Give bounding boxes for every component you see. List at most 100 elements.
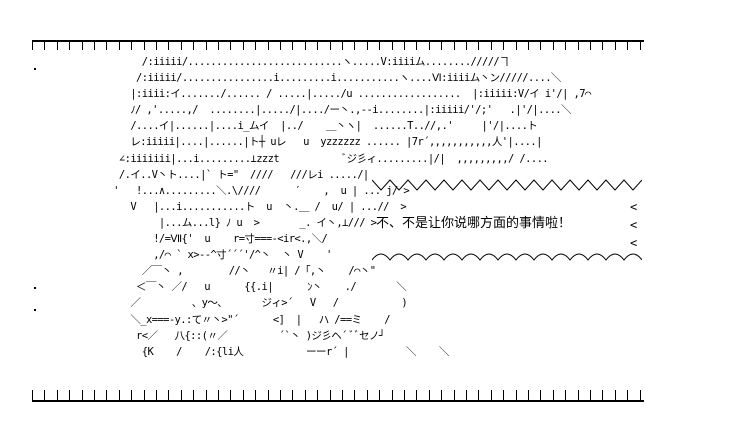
border-tick [441,40,442,50]
border-tick [392,390,393,400]
border-tick [354,390,355,400]
speech-bubble-top-edge [372,178,642,192]
border-tick [32,40,33,50]
border-tick [416,390,417,400]
border-tick [32,390,33,400]
border-tick [615,390,616,400]
border-tick [131,40,132,50]
border-tick [305,40,306,50]
border-tick [82,40,83,50]
border-tick [491,40,492,50]
border-tick [94,390,95,400]
border-tick [441,390,442,400]
border-tick [454,390,455,400]
border-tick [330,390,331,400]
border-tick [119,40,120,50]
border-tick [491,390,492,400]
border-tick [144,40,145,50]
border-tick [168,390,169,400]
border-tick [69,390,70,400]
border-tick [429,40,430,50]
border-tick [528,390,529,400]
margin-dot [34,309,36,311]
border-tick [578,390,579,400]
border-tick [553,40,554,50]
border-tick [342,390,343,400]
border-tick [540,390,541,400]
border-tick [416,40,417,50]
border-tick [640,40,641,50]
border-tick [565,390,566,400]
border-tick [106,40,107,50]
border-tick [57,40,58,50]
border-tick [379,390,380,400]
border-tick [280,40,281,50]
border-tick [106,390,107,400]
border-tick [44,40,45,50]
border-tick [94,40,95,50]
border-tick [280,390,281,400]
top-film-border [32,40,644,52]
border-tick [206,40,207,50]
border-tick [168,40,169,50]
border-tick [466,40,467,50]
spiky-edge-shape [372,179,642,191]
border-tick [354,40,355,50]
speech-bubble-bottom-edge [372,248,642,262]
border-tick [627,390,628,400]
border-tick [367,390,368,400]
border-tick [367,40,368,50]
border-tick [305,390,306,400]
border-tick [218,40,219,50]
border-tick [292,390,293,400]
border-tick [119,390,120,400]
border-tick [516,390,517,400]
border-tick [466,390,467,400]
border-tick [553,390,554,400]
border-tick [193,390,194,400]
border-tick [317,40,318,50]
border-tick [156,390,157,400]
border-tick [243,40,244,50]
border-tick [243,390,244,400]
border-tick [478,40,479,50]
border-tick [268,40,269,50]
border-tick [404,390,405,400]
border-tick [218,390,219,400]
speech-text: 不、不是让你说哪方面的事情啦！ [376,216,572,231]
border-tick [342,40,343,50]
border-tick [193,40,194,50]
border-tick [454,40,455,50]
bottom-film-border [32,390,644,402]
border-tick [627,40,628,50]
bubble-right-chevron: < [630,200,638,214]
border-tick [156,40,157,50]
border-tick [292,40,293,50]
border-tick [255,390,256,400]
bubble-right-chevron: < [630,236,638,250]
border-tick [404,40,405,50]
bottom-border-line [32,400,644,402]
margin-dot [34,68,36,70]
border-tick [230,40,231,50]
border-tick [429,390,430,400]
border-tick [44,390,45,400]
border-tick [503,390,504,400]
border-tick [392,40,393,50]
border-tick [317,390,318,400]
border-tick [602,40,603,50]
border-tick [578,40,579,50]
border-tick [181,390,182,400]
border-tick [206,390,207,400]
border-tick [590,390,591,400]
border-tick [503,40,504,50]
border-tick [478,390,479,400]
border-tick [268,390,269,400]
border-tick [330,40,331,50]
border-tick [255,40,256,50]
border-tick [82,390,83,400]
border-tick [144,390,145,400]
border-tick [565,40,566,50]
top-border-line [32,40,644,42]
